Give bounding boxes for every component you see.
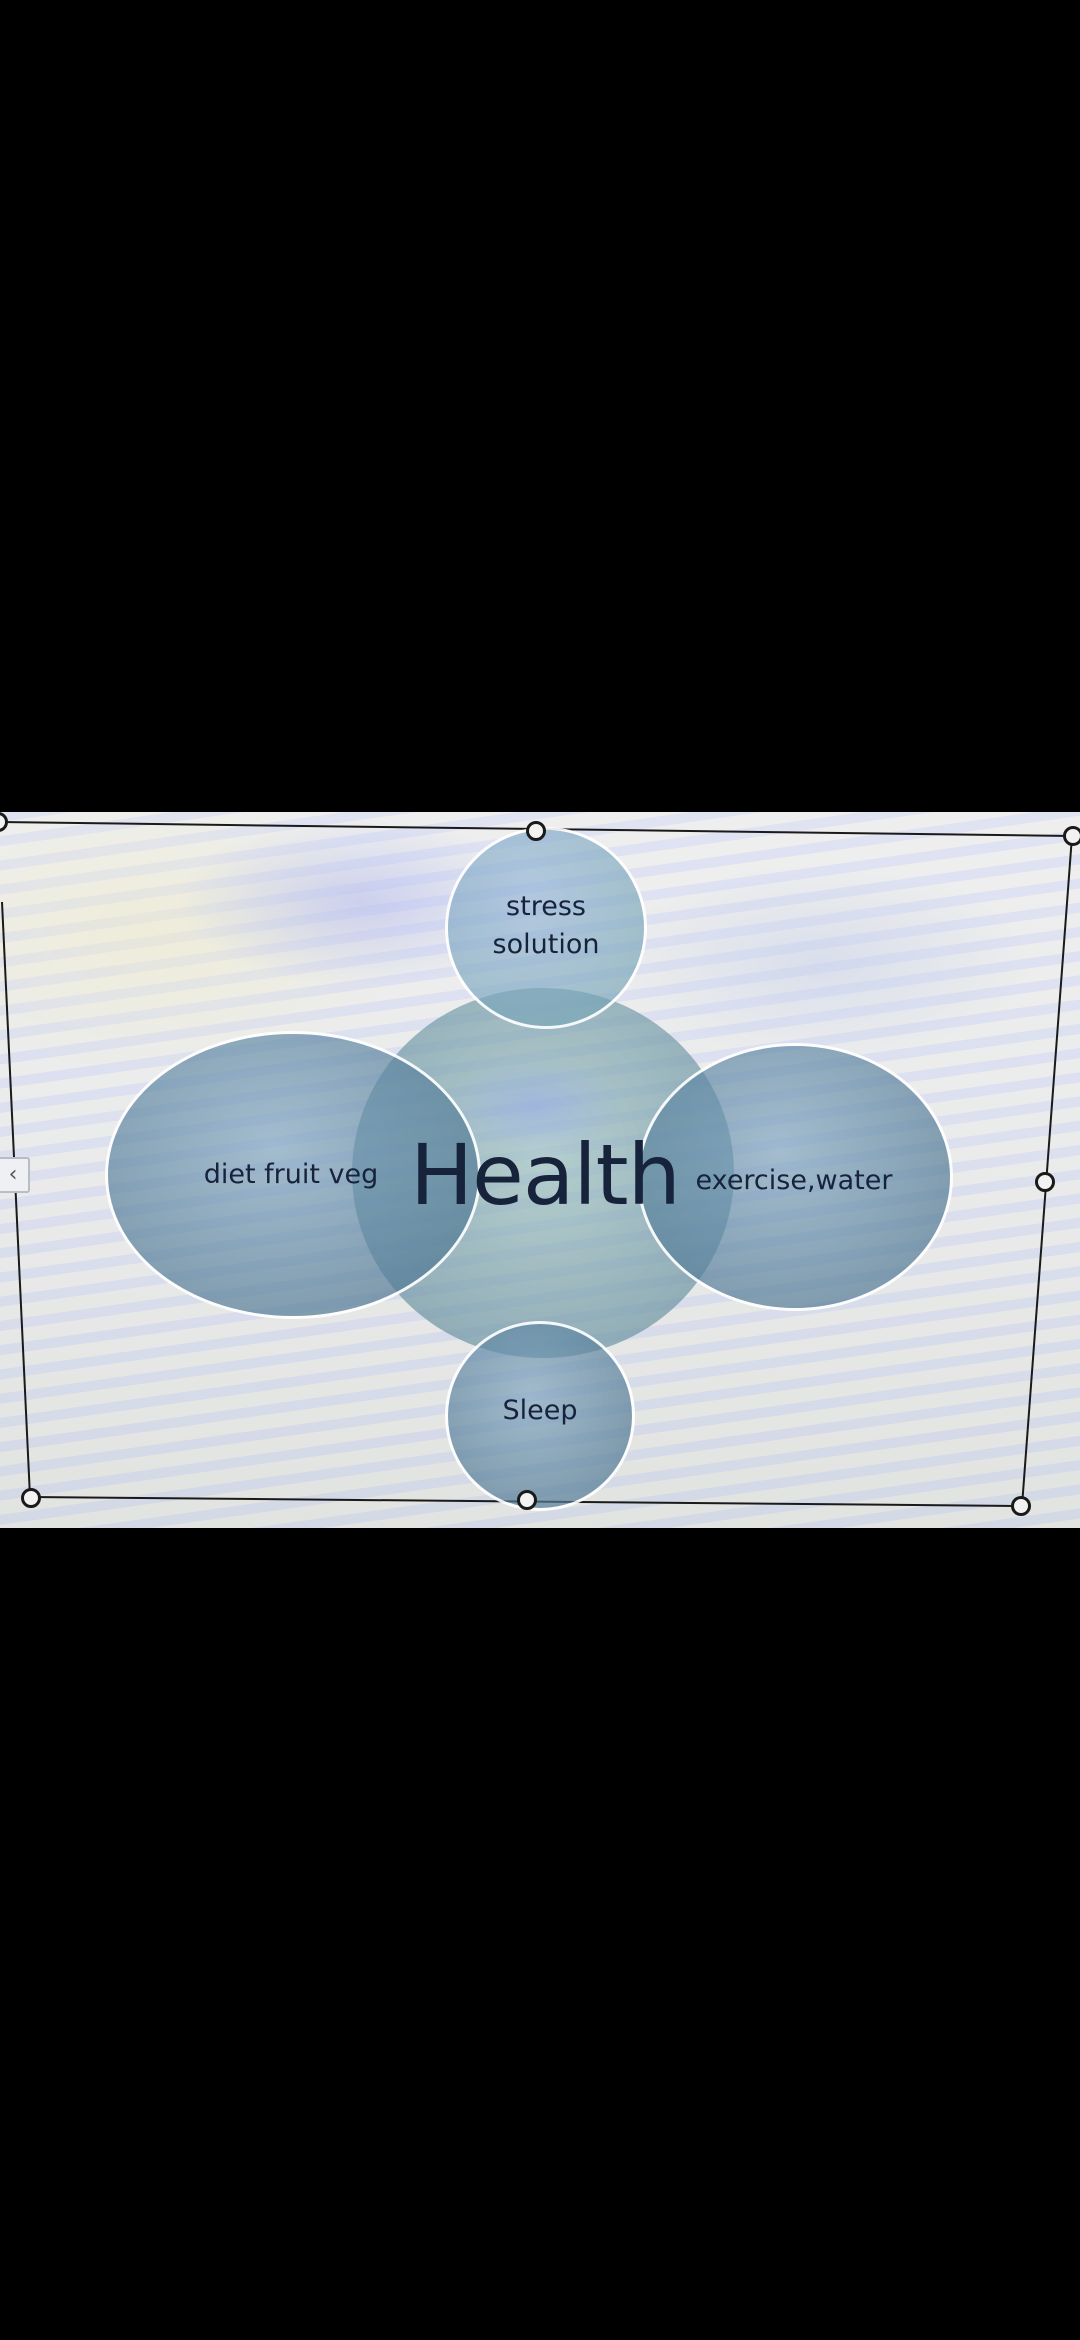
top-node-label: stress solution [446,888,646,964]
monitor-screen-photo: stress solution diet fruit veg Health ex… [0,812,1080,1528]
left-circle[interactable] [108,1034,478,1316]
bottom-node-label: Sleep [502,1395,578,1426]
collapse-text-pane-button[interactable]: ‹ [0,1157,30,1193]
center-label: Health [410,1126,681,1224]
resize-handle-top[interactable] [526,821,546,841]
resize-handle-right[interactable] [1035,1172,1055,1192]
left-node-label: diet fruit veg [203,1159,379,1190]
chevron-left-icon: ‹ [8,1162,18,1187]
resize-handle-bottom-left[interactable] [21,1488,41,1508]
resize-handle-bottom[interactable] [517,1490,537,1510]
bottom-circle[interactable] [448,1324,632,1508]
resize-handle-top-right[interactable] [1063,826,1080,846]
resize-handle-bottom-right[interactable] [1011,1496,1031,1516]
top-node-label-line-1: stress [506,891,586,922]
right-node-label: exercise,water [695,1165,893,1196]
top-node-label-line-2: solution [492,929,600,960]
right-circle[interactable] [640,1046,950,1308]
top-circle[interactable] [448,830,644,1026]
